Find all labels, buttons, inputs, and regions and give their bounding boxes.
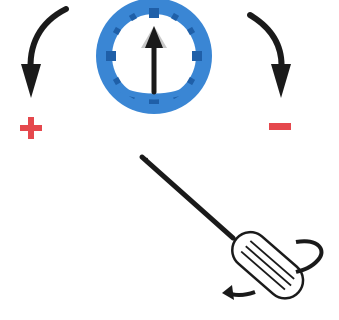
screwdriver-icon	[142, 157, 310, 306]
minus-sign-icon	[269, 123, 291, 130]
adjustment-dial-icon	[96, 0, 212, 114]
curved-arrow-counterclockwise-icon	[21, 9, 66, 98]
curved-arrow-clockwise-icon	[250, 15, 291, 98]
plus-sign-icon	[20, 117, 42, 139]
